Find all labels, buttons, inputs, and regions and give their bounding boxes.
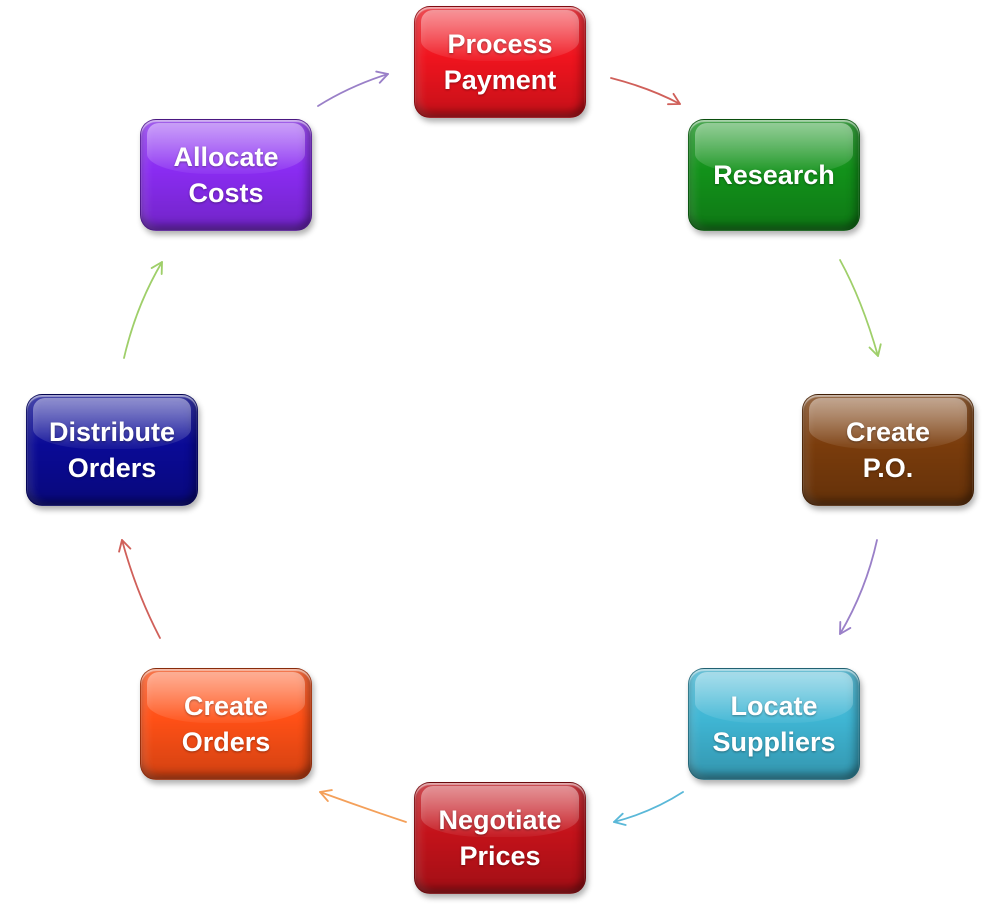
allocate-costs-node: Allocate Costs bbox=[140, 119, 312, 231]
node-label: Negotiate Prices bbox=[438, 805, 562, 871]
node-label: Create P.O. bbox=[845, 417, 931, 483]
create-orders-to-distribute-orders-arrow bbox=[118, 539, 161, 639]
node-label: Process Payment bbox=[443, 29, 557, 95]
negotiate-prices-to-create-orders-arrow bbox=[319, 789, 407, 823]
node-label: Create Orders bbox=[181, 691, 271, 757]
research-node: Research bbox=[688, 119, 860, 231]
research-to-create-po-arrow bbox=[839, 259, 882, 357]
locate-suppliers-node: Locate Suppliers bbox=[688, 668, 860, 780]
create-po-to-locate-suppliers-arrow bbox=[839, 539, 878, 635]
process-payment-node: Process Payment bbox=[414, 6, 586, 118]
node-label: Allocate Costs bbox=[173, 142, 279, 208]
node-label: Locate Suppliers bbox=[712, 691, 836, 757]
distribute-orders-node: Distribute Orders bbox=[26, 394, 198, 506]
allocate-costs-to-process-payment-arrow bbox=[317, 70, 389, 107]
negotiate-prices-node: Negotiate Prices bbox=[414, 782, 586, 894]
distribute-orders-to-allocate-costs-arrow bbox=[123, 261, 163, 359]
locate-suppliers-to-negotiate-prices-arrow bbox=[613, 791, 684, 826]
node-label: Research bbox=[713, 160, 835, 190]
process-payment-to-research-arrow bbox=[610, 77, 681, 106]
node-label: Distribute Orders bbox=[48, 417, 175, 483]
create-po-node: Create P.O. bbox=[802, 394, 974, 506]
create-orders-node: Create Orders bbox=[140, 668, 312, 780]
